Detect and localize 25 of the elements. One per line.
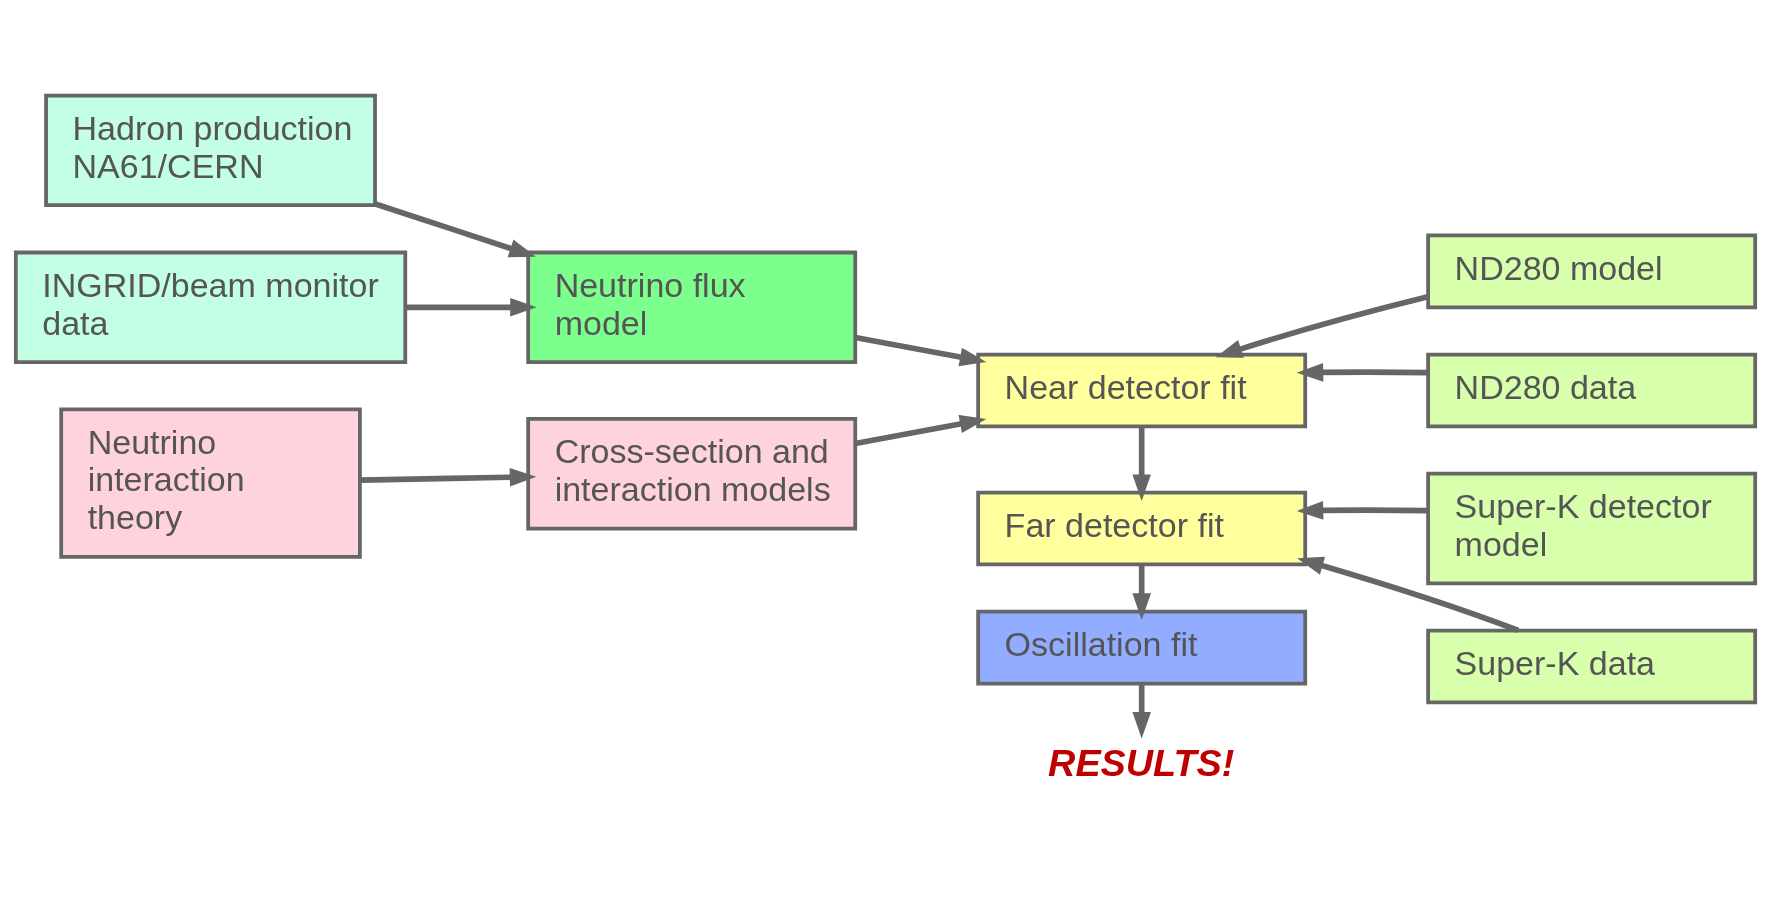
arrow [1132, 564, 1151, 620]
arrow [1132, 683, 1151, 739]
arrow [1296, 363, 1428, 382]
node-box: Neutrino flux model [526, 250, 858, 365]
node-box: Super-K detector model [1426, 471, 1758, 586]
node-box: ND280 model [1426, 233, 1758, 310]
node-box: Near detector fit [976, 352, 1308, 429]
node-box: Hadron production NA61/CERN [44, 93, 377, 208]
node-box: Cross-section and interaction models [526, 416, 858, 531]
node-box: Oscillation fit [976, 609, 1308, 686]
node-text: RESULTS! [1048, 742, 1235, 785]
arrow [1215, 294, 1429, 358]
arrow [854, 414, 987, 447]
node-box: Far detector fit [976, 490, 1308, 567]
node-box: ND280 data [1426, 352, 1758, 429]
node-box: Neutrino interaction theory [59, 407, 362, 559]
arrow [1296, 501, 1428, 520]
arrow [1132, 427, 1151, 501]
arrow [1297, 556, 1520, 634]
arrow [360, 467, 537, 487]
arrow [854, 334, 987, 367]
arrow [374, 201, 536, 258]
node-box: Super-K data [1426, 628, 1758, 705]
node-box: INGRID/beam monitor data [13, 250, 408, 365]
arrow [405, 298, 537, 317]
